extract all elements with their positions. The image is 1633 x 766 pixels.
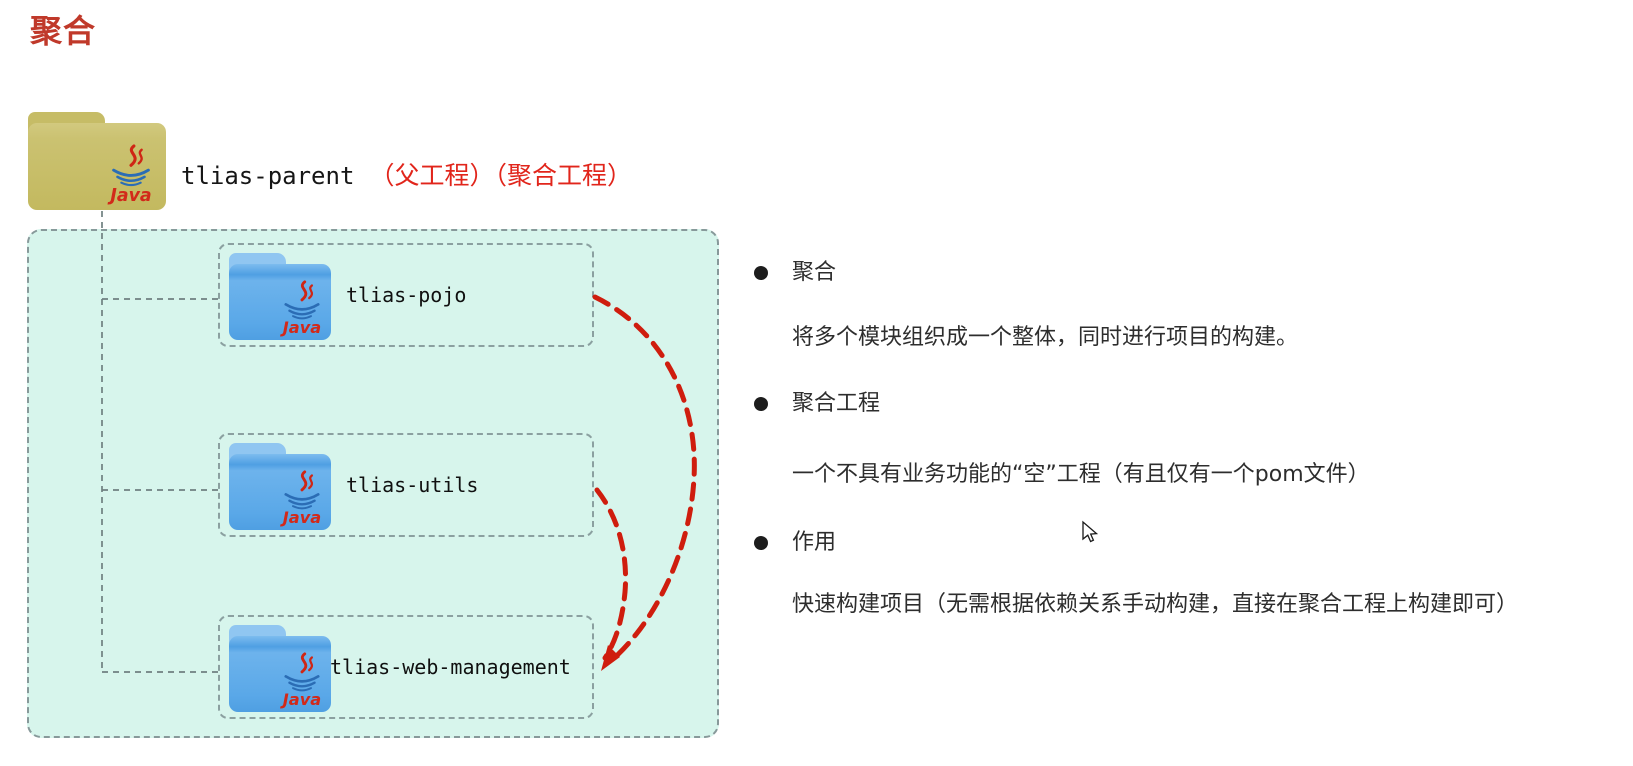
parent-label-row: tlias-parent （父工程）（聚合工程） [181, 156, 632, 192]
note-description: 一个不具有业务功能的“空”工程（有且仅有一个pom文件） [792, 462, 1370, 487]
module-box-tlias-web-management: tlias-web-management [218, 615, 594, 719]
bullet-dot [754, 536, 768, 550]
bullet-dot [754, 397, 768, 411]
module-label: tlias-utils [346, 473, 479, 497]
java-logo-icon [105, 144, 154, 206]
parent-folder-icon [28, 112, 166, 210]
module-folder-icon [229, 253, 331, 340]
module-box-tlias-utils: tlias-utils [218, 433, 594, 537]
mouse-cursor-icon [1082, 520, 1099, 543]
parent-project-name: tlias-parent [181, 162, 355, 190]
module-label: tlias-pojo [346, 283, 467, 307]
java-logo-icon [278, 280, 323, 338]
module-folder-icon [229, 443, 331, 530]
note-description: 快速构建项目（无需根据依赖关系手动构建，直接在聚合工程上构建即可） [792, 592, 1519, 617]
module-box-tlias-pojo: tlias-pojo [218, 243, 594, 347]
page-title: 聚合 [30, 12, 97, 50]
java-logo-icon [278, 652, 323, 710]
parent-project-annotation: （父工程）（聚合工程） [369, 161, 632, 190]
bullet-dot [754, 266, 768, 280]
module-label: tlias-web-management [330, 655, 571, 679]
note-heading: 聚合 [792, 260, 837, 285]
note-description: 将多个模块组织成一个整体，同时进行项目的构建。 [792, 325, 1299, 350]
note-heading: 作用 [792, 530, 837, 555]
note-heading: 聚合工程 [792, 391, 881, 416]
java-logo-icon [278, 470, 323, 528]
module-folder-icon [229, 625, 331, 712]
